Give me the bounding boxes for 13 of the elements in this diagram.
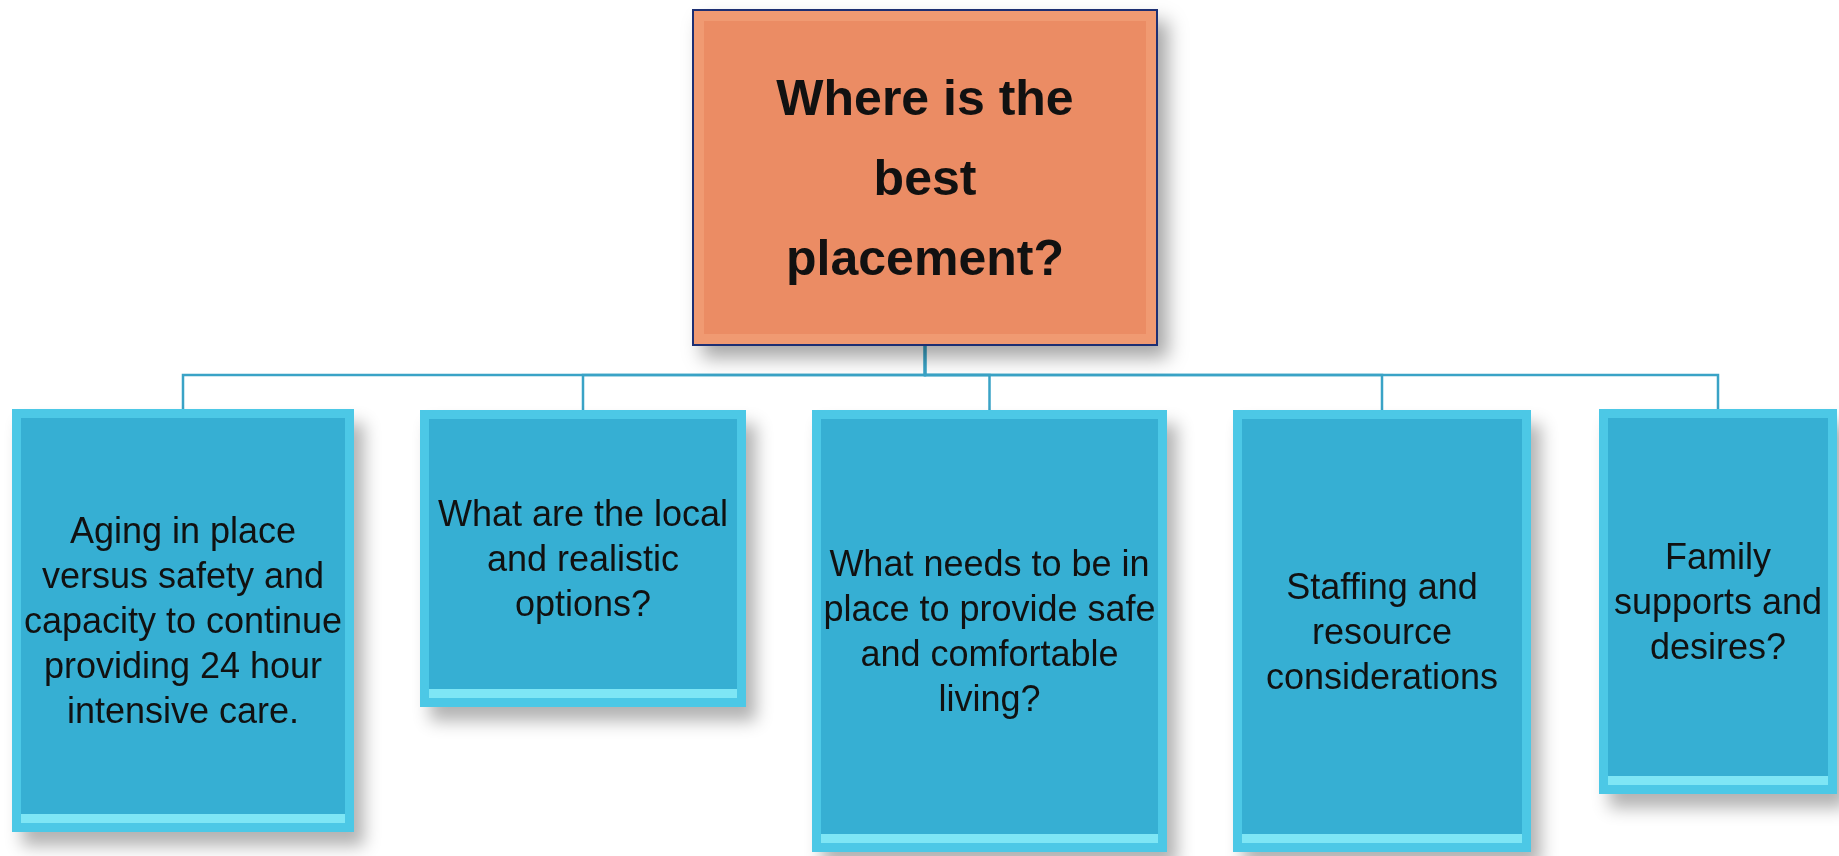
heading-box (692, 9, 1158, 346)
topic-text: Aging in place versus safety and capacity to continue providing 24 hour intensive care. (22, 509, 344, 733)
connector-line (923, 346, 1720, 409)
heading-text: Where is the best placement? (775, 68, 1075, 288)
topic-box (1599, 409, 1837, 794)
topic-text: Family supports and desires? (1612, 535, 1824, 669)
topic-text: Staffing and resource considerations (1264, 564, 1500, 699)
topic-text: What needs to be in place to provide safe and comfortable living? (822, 542, 1157, 721)
topic-box (1233, 410, 1531, 852)
topic-box (12, 409, 354, 832)
topic-box (812, 410, 1167, 852)
topic-box (420, 410, 746, 707)
topic-text: What are the local and realistic options? (436, 492, 730, 626)
